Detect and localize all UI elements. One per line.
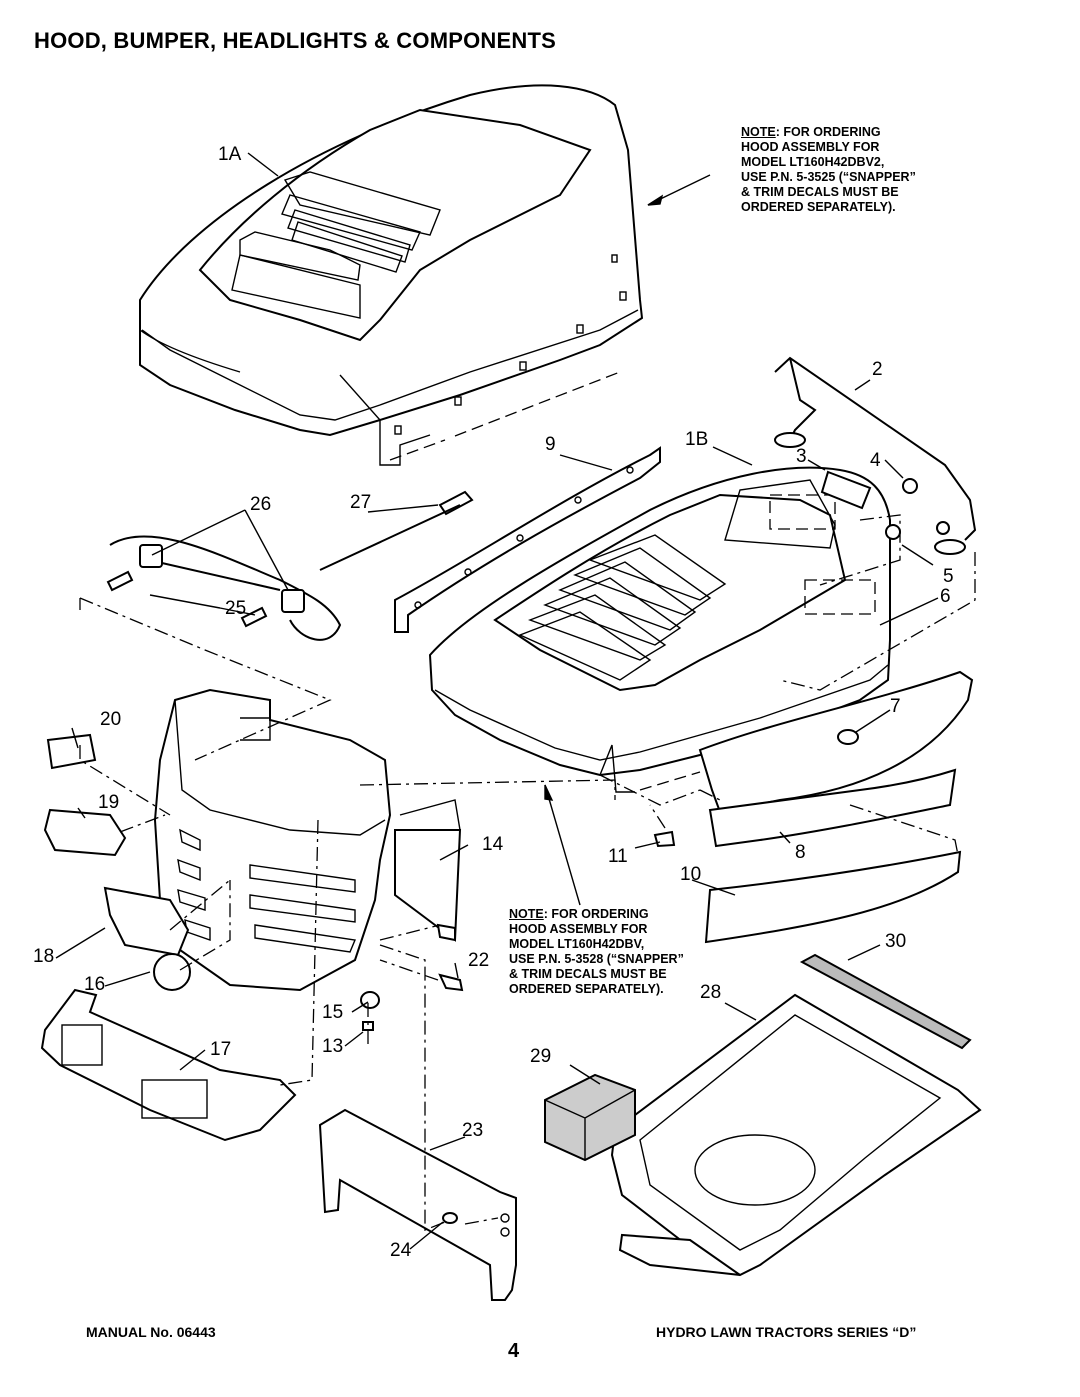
guide-lines bbox=[79, 514, 976, 1231]
label-15: 15 bbox=[322, 1002, 343, 1023]
label-7: 7 bbox=[890, 696, 901, 717]
label-20: 20 bbox=[100, 709, 121, 730]
lens-19 bbox=[43, 808, 127, 857]
label-16: 16 bbox=[84, 974, 105, 995]
cap-16 bbox=[153, 953, 191, 991]
label-2: 2 bbox=[872, 359, 883, 380]
label-4: 4 bbox=[870, 450, 881, 471]
label-5: 5 bbox=[943, 566, 954, 587]
label-9: 9 bbox=[545, 434, 556, 455]
trim-strip-9 bbox=[394, 446, 661, 633]
tray-28 bbox=[610, 993, 982, 1277]
label-1b: 1B bbox=[685, 429, 708, 450]
note-top: NOTE: FOR ORDERING HOOD ASSEMBLY FOR MOD… bbox=[741, 125, 916, 215]
label-30: 30 bbox=[885, 931, 906, 952]
footer-manual-number: MANUAL No. 06443 bbox=[86, 1324, 216, 1340]
hood-1a bbox=[139, 84, 644, 466]
foam-block-29 bbox=[544, 1073, 636, 1162]
label-27: 27 bbox=[350, 492, 371, 513]
note-top-heading: NOTE bbox=[741, 125, 776, 139]
label-23: 23 bbox=[462, 1120, 483, 1141]
label-17: 17 bbox=[210, 1039, 231, 1060]
label-19: 19 bbox=[98, 792, 119, 813]
bracket-23 bbox=[318, 1108, 517, 1301]
bumper-17 bbox=[40, 988, 297, 1142]
page-number: 4 bbox=[508, 1340, 520, 1362]
label-14: 14 bbox=[482, 834, 504, 855]
note-bottom: NOTE: FOR ORDERING HOOD ASSEMBLY FOR MOD… bbox=[509, 907, 684, 997]
label-11: 11 bbox=[608, 846, 628, 867]
note-top-body: HOOD ASSEMBLY FOR MODEL LT160H42DBV2, US… bbox=[741, 140, 916, 214]
wiring-harness bbox=[106, 490, 474, 641]
label-24: 24 bbox=[390, 1240, 412, 1261]
label-1a: 1A bbox=[218, 144, 242, 165]
label-3: 3 bbox=[796, 446, 807, 467]
label-8: 8 bbox=[795, 842, 806, 863]
label-29: 29 bbox=[530, 1046, 551, 1067]
side-trim-7 bbox=[698, 670, 974, 814]
label-13: 13 bbox=[322, 1036, 343, 1057]
part-labels: 1A 1B 2 3 4 5 6 7 8 9 10 11 13 14 15 16 … bbox=[33, 144, 954, 1261]
hood-1b bbox=[428, 466, 891, 793]
note-bottom-first-line: : FOR ORDERING bbox=[543, 907, 649, 921]
label-22: 22 bbox=[468, 950, 489, 971]
label-25: 25 bbox=[225, 598, 246, 619]
note-top-first-line: : FOR ORDERING bbox=[775, 125, 881, 139]
foam-strip-30 bbox=[799, 953, 972, 1050]
bar-8 bbox=[708, 768, 957, 848]
footer-series: HYDRO LAWN TRACTORS SERIES “D” bbox=[656, 1324, 917, 1340]
note-bottom-heading: NOTE bbox=[509, 907, 544, 921]
page-title: HOOD, BUMPER, HEADLIGHTS & COMPONENTS bbox=[34, 28, 556, 53]
note-bottom-body: HOOD ASSEMBLY FOR MODEL LT160H42DBV, USE… bbox=[509, 922, 684, 996]
label-18: 18 bbox=[33, 946, 54, 967]
label-6: 6 bbox=[940, 586, 951, 607]
lens-20 bbox=[46, 733, 97, 770]
grille-housing bbox=[153, 688, 462, 992]
label-10: 10 bbox=[680, 864, 701, 885]
label-26: 26 bbox=[250, 494, 271, 515]
hinge-rod-2 bbox=[774, 356, 977, 555]
label-28: 28 bbox=[700, 982, 721, 1003]
leader-lines bbox=[55, 152, 939, 1250]
panel-10 bbox=[704, 850, 962, 944]
